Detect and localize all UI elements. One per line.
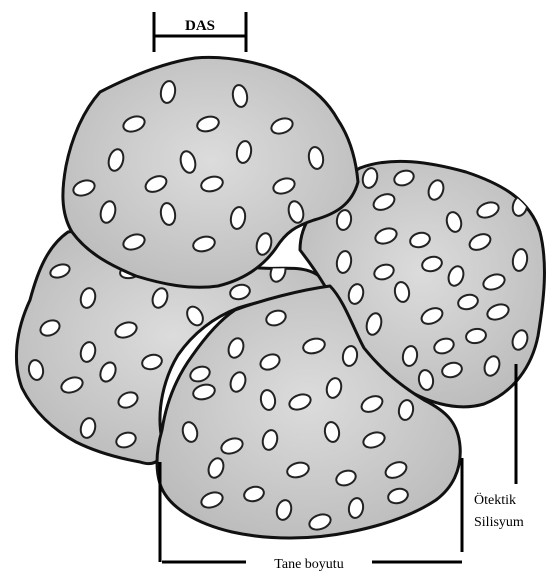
eutectic-label-line1: Ötektik <box>474 491 516 508</box>
eutectic-label-line2: Silisyum <box>474 515 524 530</box>
das-label: DAS <box>185 18 215 34</box>
grain-size-label: Tane boyutu <box>274 557 343 572</box>
